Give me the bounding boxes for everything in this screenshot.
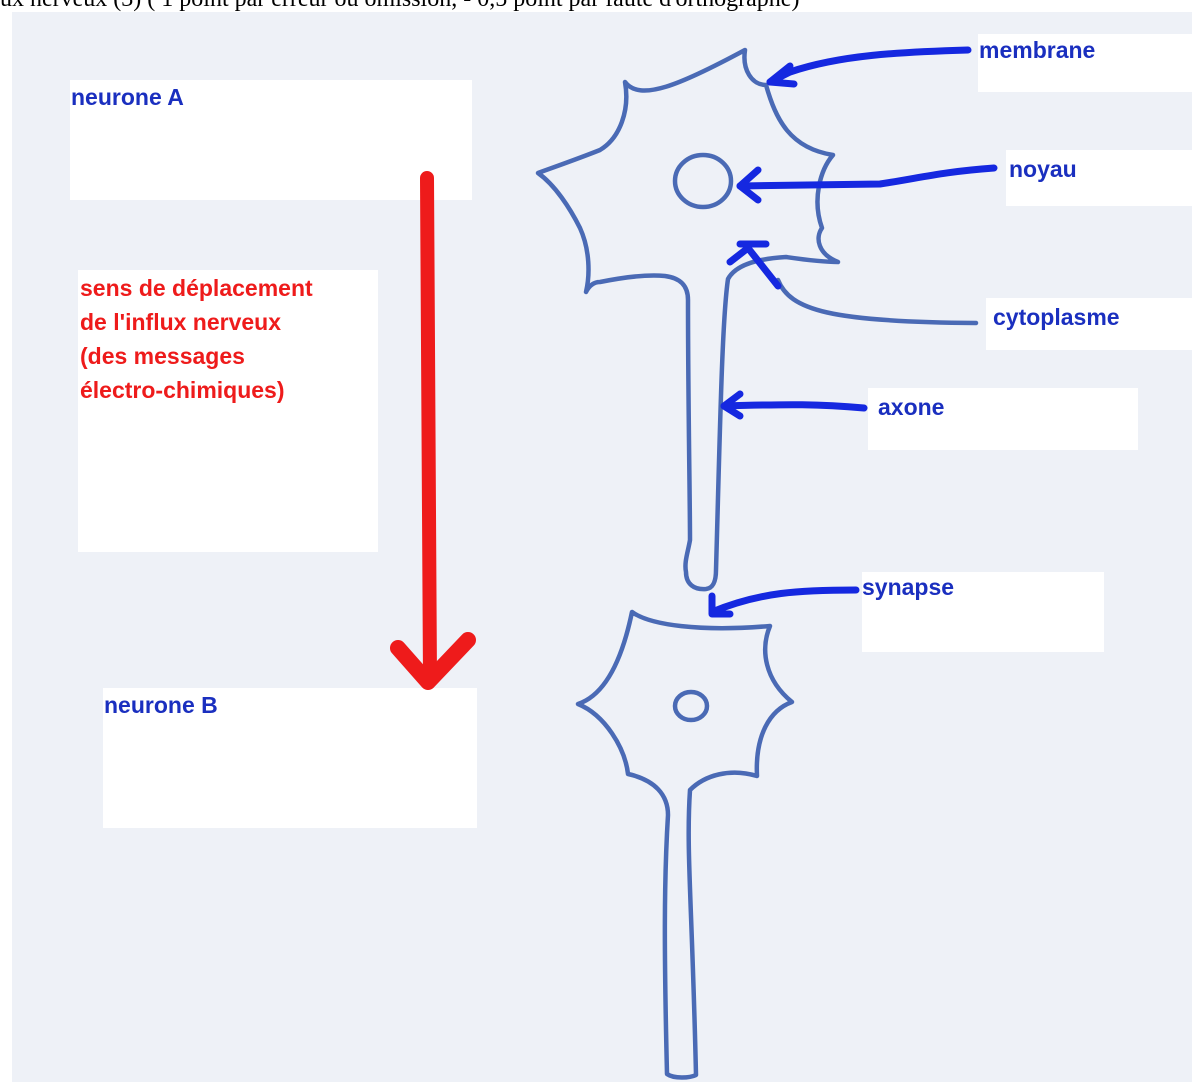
direction-line-3: (des messages [80,339,313,373]
label-synapse: synapse [862,574,954,601]
label-noyau: noyau [1009,156,1077,183]
neuron-b-outline [578,612,792,1078]
neuron-a-nucleus [675,155,731,207]
label-membrane: membrane [979,37,1095,64]
noyau-arrow [740,168,994,200]
cytoplasm-pointer-line [778,280,976,323]
neuron-a-outline [538,50,838,589]
direction-line-2: de l'influx nerveux [80,305,313,339]
label-axone: axone [878,394,944,421]
label-neurone-a: neurone A [71,84,184,111]
membrane-arrow [770,50,968,84]
direction-line-1: sens de déplacement [80,271,313,305]
label-neurone-b: neurone B [104,692,218,719]
synapse-arrow [712,590,856,614]
direction-line-4: électro-chimiques) [80,373,313,407]
flow-arrow-shaft [427,178,430,680]
axone-arrow [724,394,864,416]
label-cytoplasme: cytoplasme [993,304,1120,331]
neuron-b-nucleus [675,692,707,720]
cytoplasme-arrow [730,244,778,286]
direction-caption: sens de déplacement de l'influx nerveux … [80,271,313,407]
